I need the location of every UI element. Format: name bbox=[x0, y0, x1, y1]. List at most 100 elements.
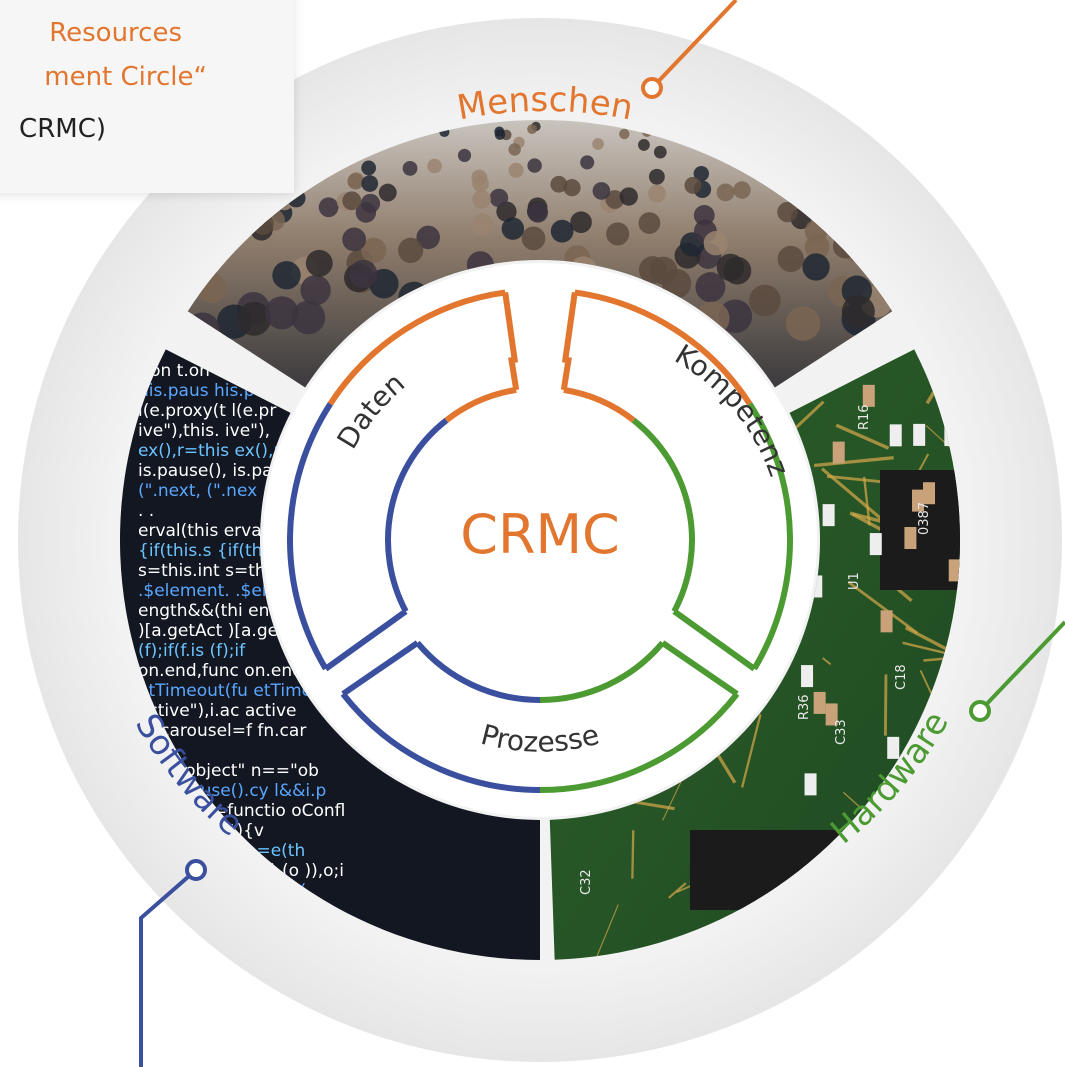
crowd-figure bbox=[272, 261, 301, 290]
bracket-prozesse-inner-green bbox=[539, 640, 665, 703]
crowd-figure bbox=[265, 296, 299, 330]
bracket-daten-inner-orange bbox=[444, 386, 517, 423]
code-line: etTimeout(fu etTime bbox=[138, 681, 312, 701]
crowd-figure bbox=[647, 184, 666, 203]
crowd-figure bbox=[342, 191, 362, 211]
board-label: R36 bbox=[797, 694, 812, 720]
smd-component bbox=[904, 527, 917, 550]
crowd-figure bbox=[693, 165, 710, 182]
connector-dot-hardware bbox=[969, 700, 991, 722]
bracket-prozesse-end-right bbox=[660, 640, 739, 697]
crowd-figure bbox=[733, 181, 751, 199]
code-line: his.paus his.pa bbox=[138, 381, 265, 401]
crowd-figure bbox=[527, 158, 542, 173]
board-label: C32 bbox=[579, 869, 594, 895]
crowd-figure bbox=[342, 227, 367, 252]
circuit-trace bbox=[822, 657, 832, 666]
circuit-trace bbox=[813, 456, 894, 468]
crowd-figure bbox=[402, 160, 418, 176]
crowd-figure bbox=[361, 160, 377, 176]
bracket-kompetenz-start bbox=[672, 608, 757, 672]
code-line: s=this.int s=this bbox=[138, 561, 279, 581]
board-label: C33 bbox=[834, 719, 849, 745]
crowd-figure bbox=[638, 212, 661, 234]
smd-component bbox=[804, 773, 817, 796]
smd-component bbox=[869, 533, 882, 556]
bracket-daten-end bbox=[502, 292, 520, 391]
bracket-daten-inner-blue bbox=[385, 417, 449, 613]
smd-component bbox=[825, 703, 838, 726]
circuit-trace bbox=[631, 830, 635, 879]
bracket-prozesse-end-left bbox=[341, 640, 420, 697]
smd-component bbox=[880, 610, 893, 633]
code-line: (".next, (".nex bbox=[138, 481, 257, 501]
smd-component bbox=[813, 691, 826, 714]
center-label: CRMC bbox=[460, 503, 620, 566]
smd-component bbox=[948, 559, 960, 582]
connector-dot-software bbox=[185, 859, 207, 881]
crowd-figure bbox=[508, 162, 524, 178]
crowd-figure bbox=[521, 226, 546, 251]
bracket-daten-outer-blue bbox=[287, 402, 333, 671]
smd-component bbox=[923, 482, 936, 505]
crowd-figure bbox=[619, 187, 638, 206]
code-line: l(e.proxy(t l(e.pr bbox=[138, 401, 276, 421]
circuit-trace bbox=[740, 713, 762, 788]
title-callout: Resources ment Circle“ CRMC) bbox=[0, 0, 294, 193]
code-line: )[a.getAct )[a.ge bbox=[138, 621, 278, 641]
code-line: ength&&(thi ength& bbox=[138, 601, 311, 621]
crowd-figure bbox=[841, 295, 875, 329]
callout-line-1: Resources bbox=[49, 18, 182, 48]
crowd-figure bbox=[361, 237, 387, 263]
smd-component bbox=[832, 441, 845, 464]
crowd-figure bbox=[777, 245, 804, 273]
callout-line-2: ment Circle“ bbox=[44, 62, 207, 92]
bracket-kompetenz-outer-orange bbox=[574, 289, 753, 406]
crowd-figure bbox=[347, 173, 364, 190]
code-line: in"))re in"))r bbox=[138, 961, 241, 981]
crowd-figure bbox=[398, 237, 424, 264]
bracket-kompetenz-inner-green bbox=[631, 417, 695, 613]
bracket-daten-outer-orange bbox=[327, 289, 506, 406]
crowd-figure bbox=[749, 284, 781, 317]
board-label: R16 bbox=[857, 404, 872, 430]
crowd-figure bbox=[527, 202, 549, 223]
board-label: C18 bbox=[894, 664, 909, 690]
circuit-trace bbox=[668, 882, 687, 899]
crowd-figure bbox=[592, 138, 604, 150]
callout-line-3: CRMC) bbox=[19, 114, 106, 144]
crowd-figure bbox=[471, 213, 494, 236]
code-line: erval(this erval( bbox=[138, 521, 273, 541]
crowd-figure bbox=[592, 182, 611, 200]
connector-dot-menschen bbox=[641, 77, 663, 99]
crowd-figure bbox=[349, 259, 378, 289]
crowd-figure bbox=[638, 256, 667, 284]
code-line: ex(),r=this ex(),r bbox=[138, 441, 280, 461]
crowd-figure bbox=[427, 158, 442, 174]
crowd-figure bbox=[527, 124, 537, 134]
crowd-figure bbox=[661, 268, 692, 299]
inner-disc bbox=[263, 263, 817, 817]
code-line: active"),i.ac active bbox=[138, 701, 297, 721]
circuit-trace bbox=[883, 674, 888, 736]
inner-brackets bbox=[287, 289, 793, 793]
smd-component bbox=[887, 736, 900, 759]
crowd-figure bbox=[361, 175, 379, 192]
crowd-figure bbox=[605, 190, 625, 209]
smd-component bbox=[801, 665, 814, 688]
crowd-figure bbox=[653, 145, 667, 159]
crowd-figure bbox=[472, 175, 489, 193]
code-line: {if(this.s {if(th bbox=[138, 541, 262, 561]
crowd-figure bbox=[416, 225, 440, 250]
crowd-figure bbox=[237, 301, 272, 336]
code-line: ive"),this. ive"), bbox=[138, 421, 270, 441]
board-label: 0387 bbox=[917, 502, 932, 535]
crowd-figure bbox=[508, 143, 521, 156]
crowd-figure bbox=[703, 231, 728, 256]
crowd-figure bbox=[874, 120, 884, 123]
crowd-figure bbox=[684, 176, 702, 194]
crowd-figure bbox=[606, 222, 630, 246]
crowd-figure bbox=[563, 179, 581, 197]
crowd-figure bbox=[472, 189, 492, 209]
